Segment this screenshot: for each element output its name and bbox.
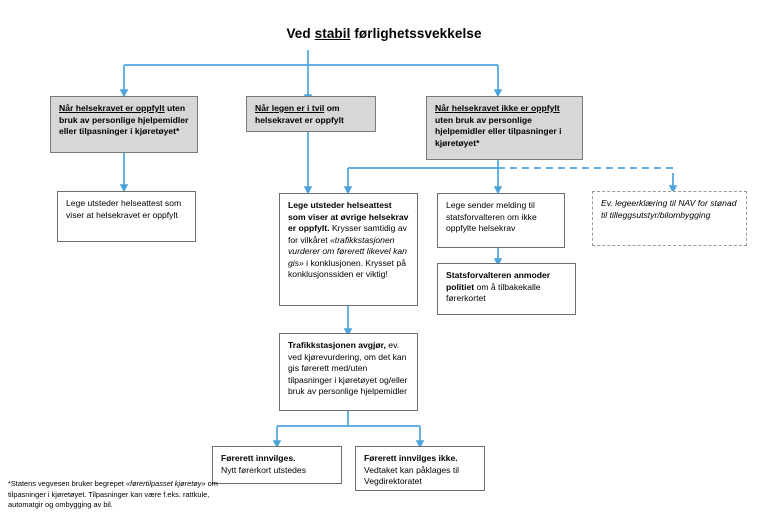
- page-title: Ved stabil førlighetssvekkelse: [0, 26, 768, 41]
- node-doctor-issues-certificate-met[interactable]: Lege utsteder helseattest som viser at h…: [57, 191, 196, 242]
- node-traffic-station-decides-bold: Trafikkstasjonen avgjør,: [288, 340, 386, 350]
- node-license-denied-bold: Førerett innvilges ikke.: [364, 453, 458, 463]
- node-license-granted-bold: Førerett innvilges.: [221, 453, 296, 463]
- node-condition-requirement-not-met-rest: uten bruk av personlige hjelpemidler ell…: [435, 114, 562, 148]
- node-doctor-reports-to-county-governor-text: Lege sender melding til statsforvalteren…: [446, 200, 537, 234]
- node-county-governor-requests-police[interactable]: Statsforvalteren anmoder politiet om å t…: [437, 263, 576, 315]
- node-license-denied-rest: Vedtaket kan påklages til Vegdirektorate…: [364, 464, 460, 487]
- title-underlined-word: stabil: [314, 26, 351, 41]
- node-condition-requirement-met[interactable]: Når helsekravet er oppfylt uten bruk av …: [50, 96, 198, 153]
- node-license-granted-rest: Nytt førerkort utstedes: [221, 464, 307, 475]
- node-condition-doctor-in-doubt-lead: Når legen er i tvil: [255, 103, 325, 113]
- node-doctor-reports-to-county-governor[interactable]: Lege sender melding til statsforvalteren…: [437, 193, 565, 248]
- node-doctor-issues-certificate-other-bold: Lege utsteder helseattest som viser at ø…: [288, 200, 409, 234]
- node-condition-requirement-met-rest: uten bruk av personlige hjelpemidler ell…: [59, 103, 189, 137]
- title-prefix: Ved: [286, 26, 315, 41]
- node-traffic-station-decides-rest: ev. ved kjørevurdering, om det kan gis f…: [288, 340, 408, 397]
- node-condition-doctor-in-doubt-rest: om helsekravet er oppfylt: [255, 103, 344, 125]
- node-condition-doctor-in-doubt[interactable]: Når legen er i tvil om helsekravet er op…: [246, 96, 376, 132]
- node-license-denied[interactable]: Førerett innvilges ikke. Vedtaket kan på…: [355, 446, 485, 491]
- node-doctor-issues-certificate-other[interactable]: Lege utsteder helseattest som viser at ø…: [279, 193, 418, 306]
- node-condition-requirement-not-met[interactable]: Når helsekravet ikke er oppfylt uten bru…: [426, 96, 583, 160]
- node-doctor-issues-certificate-other-quote: «trafikkstasjonen vurderer om førerett l…: [288, 234, 407, 268]
- node-condition-requirement-met-lead: Når helsekravet er oppfylt: [59, 103, 165, 113]
- node-doctor-issues-certificate-other-body1: Krysser samtidig av for vilkåret: [288, 223, 407, 245]
- footnote: *Statens vegvesen bruker begrepet «fører…: [8, 479, 223, 511]
- footnote-part1: *Statens vegvesen bruker begrepet: [8, 479, 126, 488]
- node-license-granted[interactable]: Førerett innvilges. Nytt førerkort utste…: [212, 446, 342, 484]
- footnote-italic-term: «førertilpasset kjøretøy»: [125, 479, 206, 488]
- footnote-part2: om tilpasninger i kjøretøyet. Tilpasning…: [8, 479, 218, 510]
- node-doctor-issues-certificate-met-text: Lege utsteder helseattest som viser at h…: [66, 198, 182, 220]
- node-nav-declaration-note-text: Ev. legeerklæring til NAV for stønad til…: [601, 198, 737, 220]
- node-county-governor-requests-police-bold: Statsforvalteren anmoder politiet: [446, 270, 551, 292]
- node-nav-declaration-note[interactable]: Ev. legeerklæring til NAV for stønad til…: [592, 191, 747, 246]
- node-traffic-station-decides[interactable]: Trafikkstasjonen avgjør, ev. ved kjørevu…: [279, 333, 418, 411]
- node-county-governor-requests-police-rest: om å tilbakekalle førerkortet: [446, 281, 541, 304]
- node-doctor-issues-certificate-other-body2: i konklusjonen. Krysset på konklusjonssi…: [288, 257, 406, 280]
- title-suffix: førlighetssvekkelse: [350, 26, 482, 41]
- node-condition-requirement-not-met-lead: Når helsekravet ikke er oppfylt: [435, 103, 560, 113]
